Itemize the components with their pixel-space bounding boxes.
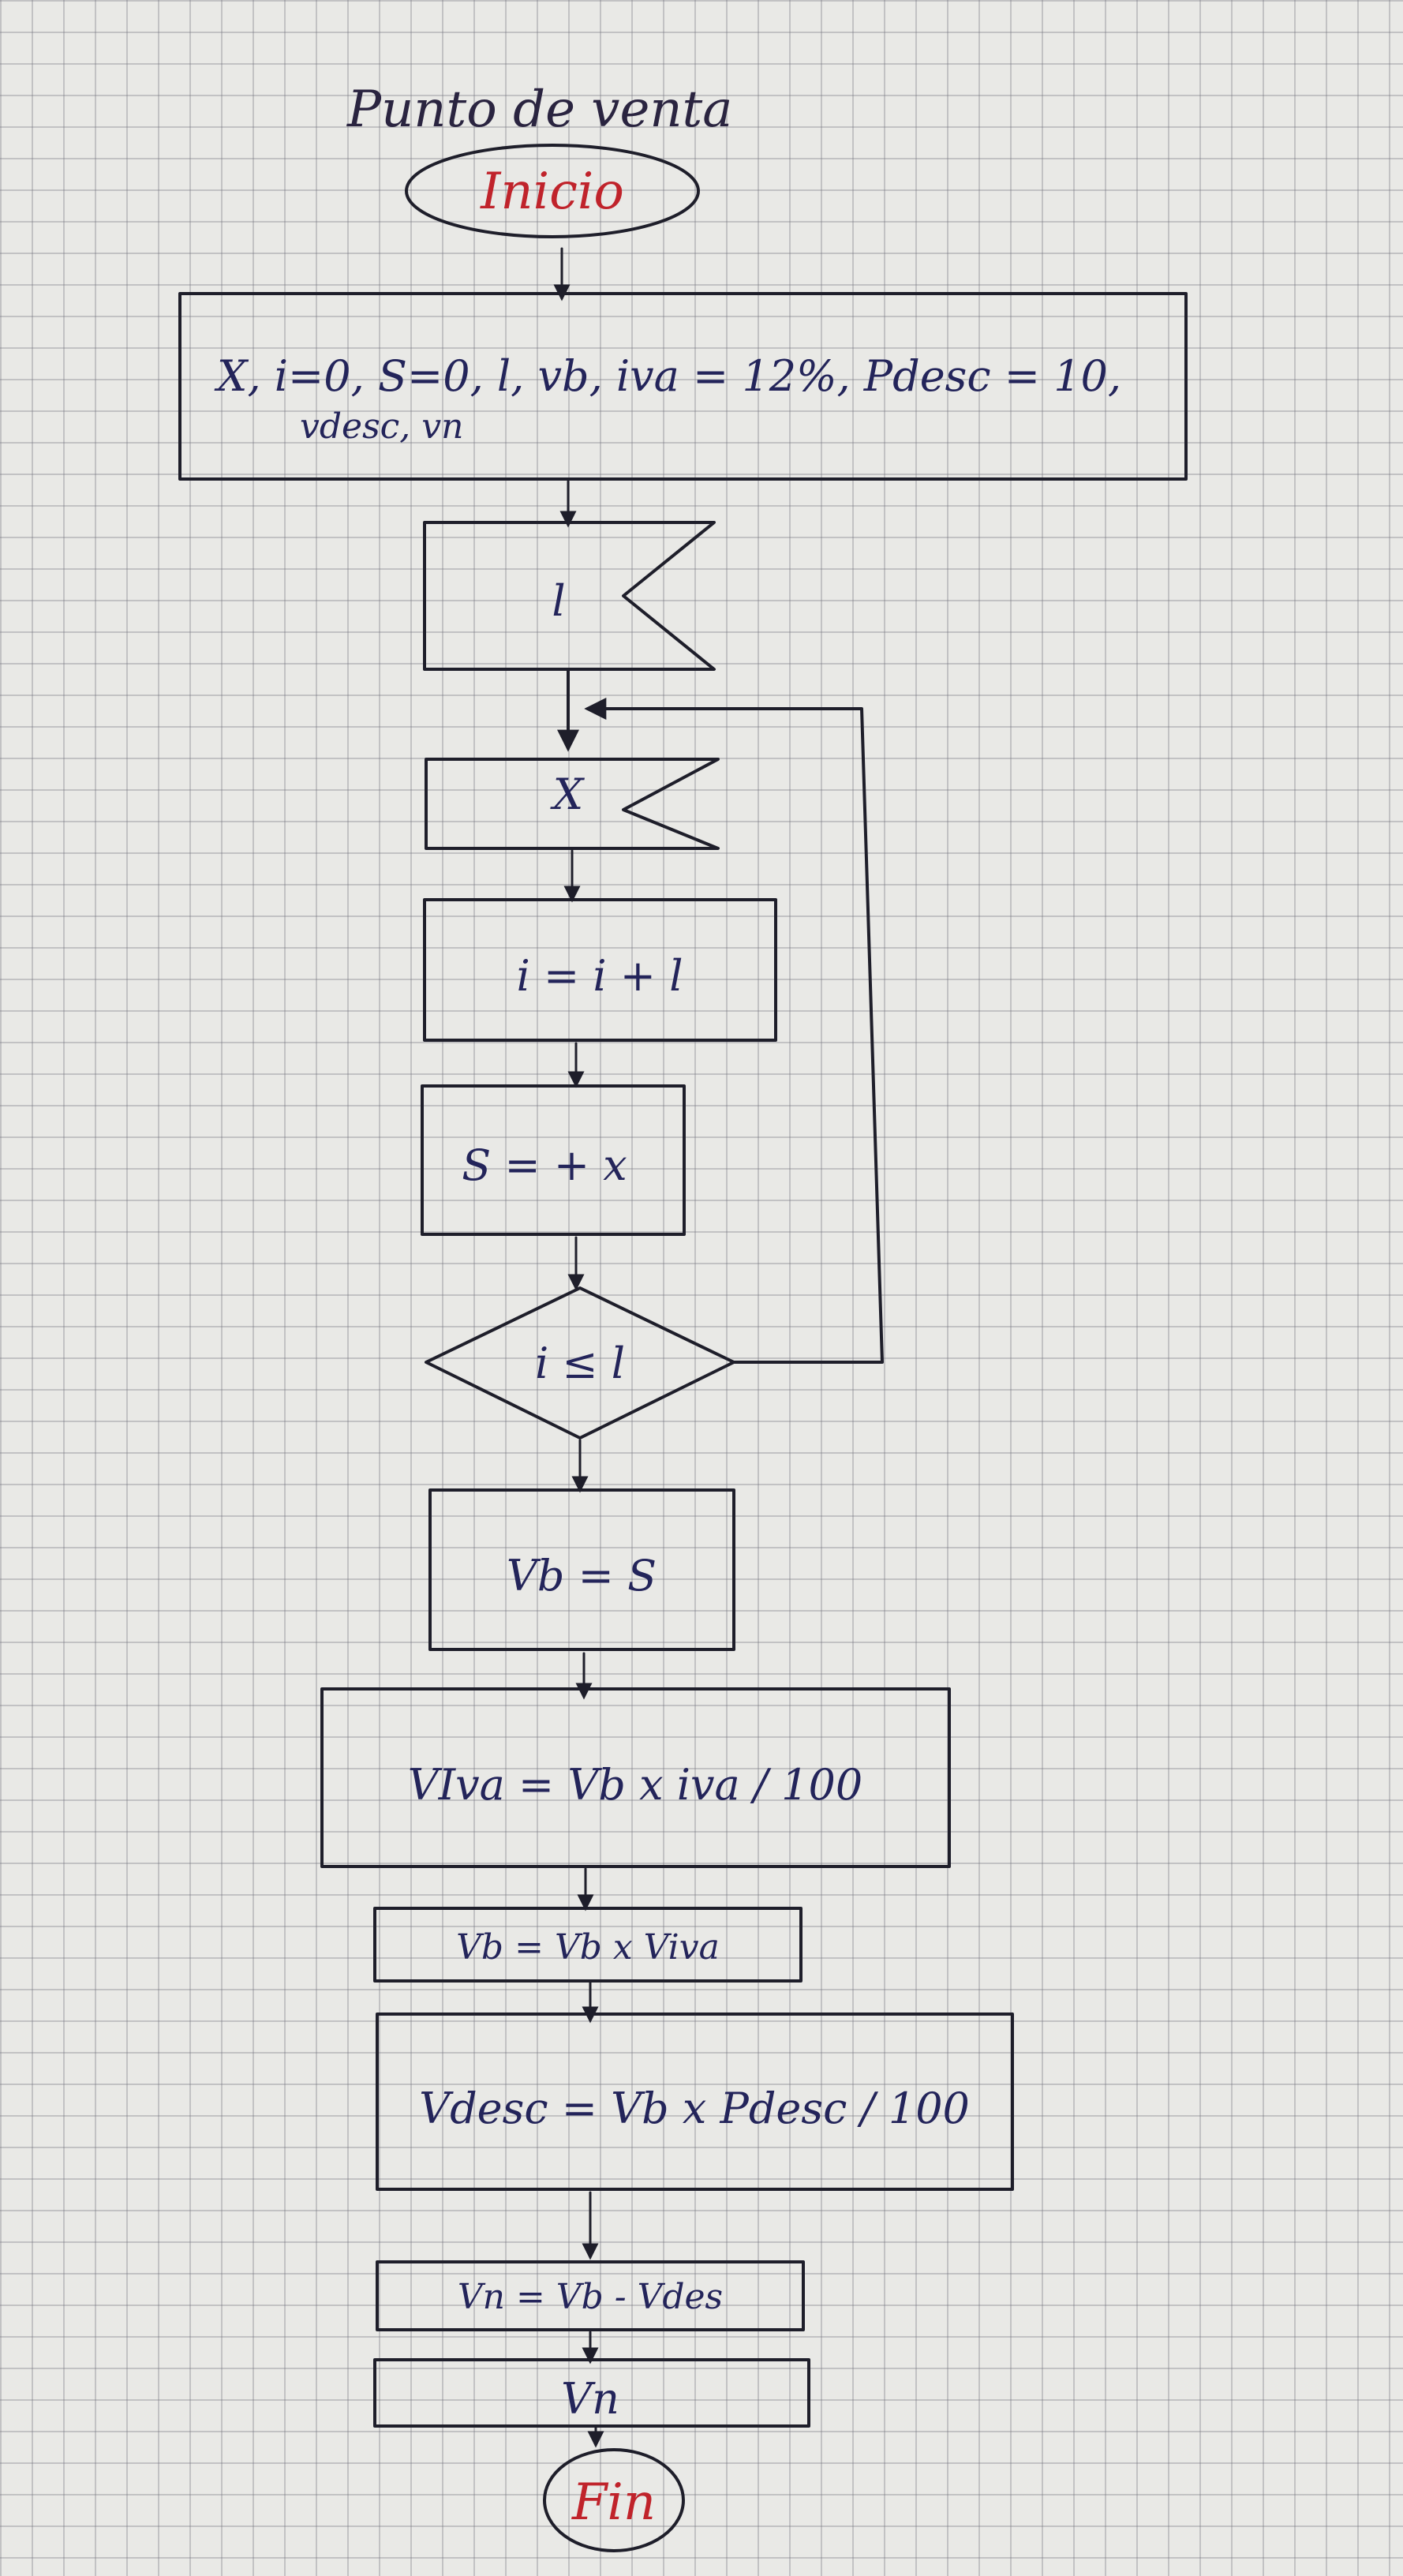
loop-back-connector — [584, 698, 884, 1364]
process-vn-box: Vn = Vb - Vdes — [376, 2260, 805, 2331]
output-vn-box: Vn — [373, 2358, 810, 2428]
process-viva-box: VIva = Vb x iva / 100 — [320, 1687, 951, 1868]
process-vdesc-label: Vdesc = Vb x Pdesc / 100 — [419, 2084, 970, 2133]
decision-label: i ≤ l — [535, 1339, 625, 1388]
process-s-box: S = + x — [421, 1084, 686, 1236]
declarations-box: X, i=0, S=0, l, vb, iva = 12%, Pdesc = 1… — [178, 292, 1188, 481]
declarations-line-1: X, i=0, S=0, l, vb, iva = 12%, Pdesc = 1… — [214, 351, 1121, 401]
process-vb2-label: Vb = Vb x Viva — [456, 1927, 720, 1968]
process-vb2-box: Vb = Vb x Viva — [373, 1907, 803, 1983]
output-vn-label: Vn — [561, 2374, 619, 2424]
input-x-label: X — [550, 769, 586, 819]
process-viva-label: VIva = Vb x iva / 100 — [408, 1760, 863, 1810]
decision-diamond: i ≤ l — [425, 1286, 735, 1440]
input-x-shape: X — [425, 758, 720, 850]
declarations-line-2: vdesc, vn — [300, 406, 463, 447]
start-label: Inicio — [480, 163, 624, 221]
diagram-title: Punto de venta — [346, 80, 732, 139]
input-l-shape: l — [423, 521, 716, 671]
process-i-label: i = i + l — [517, 951, 683, 1001]
process-s-label: S = + x — [462, 1140, 627, 1190]
process-vdesc-box: Vdesc = Vb x Pdesc / 100 — [376, 2012, 1014, 2191]
input-l-label: l — [552, 576, 565, 626]
process-vb-box: Vb = S — [428, 1488, 735, 1651]
process-i-box: i = i + l — [423, 898, 777, 1042]
end-terminator: Fin — [543, 2448, 685, 2552]
process-vb-label: Vb = S — [507, 1551, 657, 1601]
end-label: Fin — [571, 2473, 656, 2532]
start-terminator: Inicio — [405, 144, 700, 238]
process-vn-label: Vn = Vb - Vdes — [458, 2277, 723, 2317]
